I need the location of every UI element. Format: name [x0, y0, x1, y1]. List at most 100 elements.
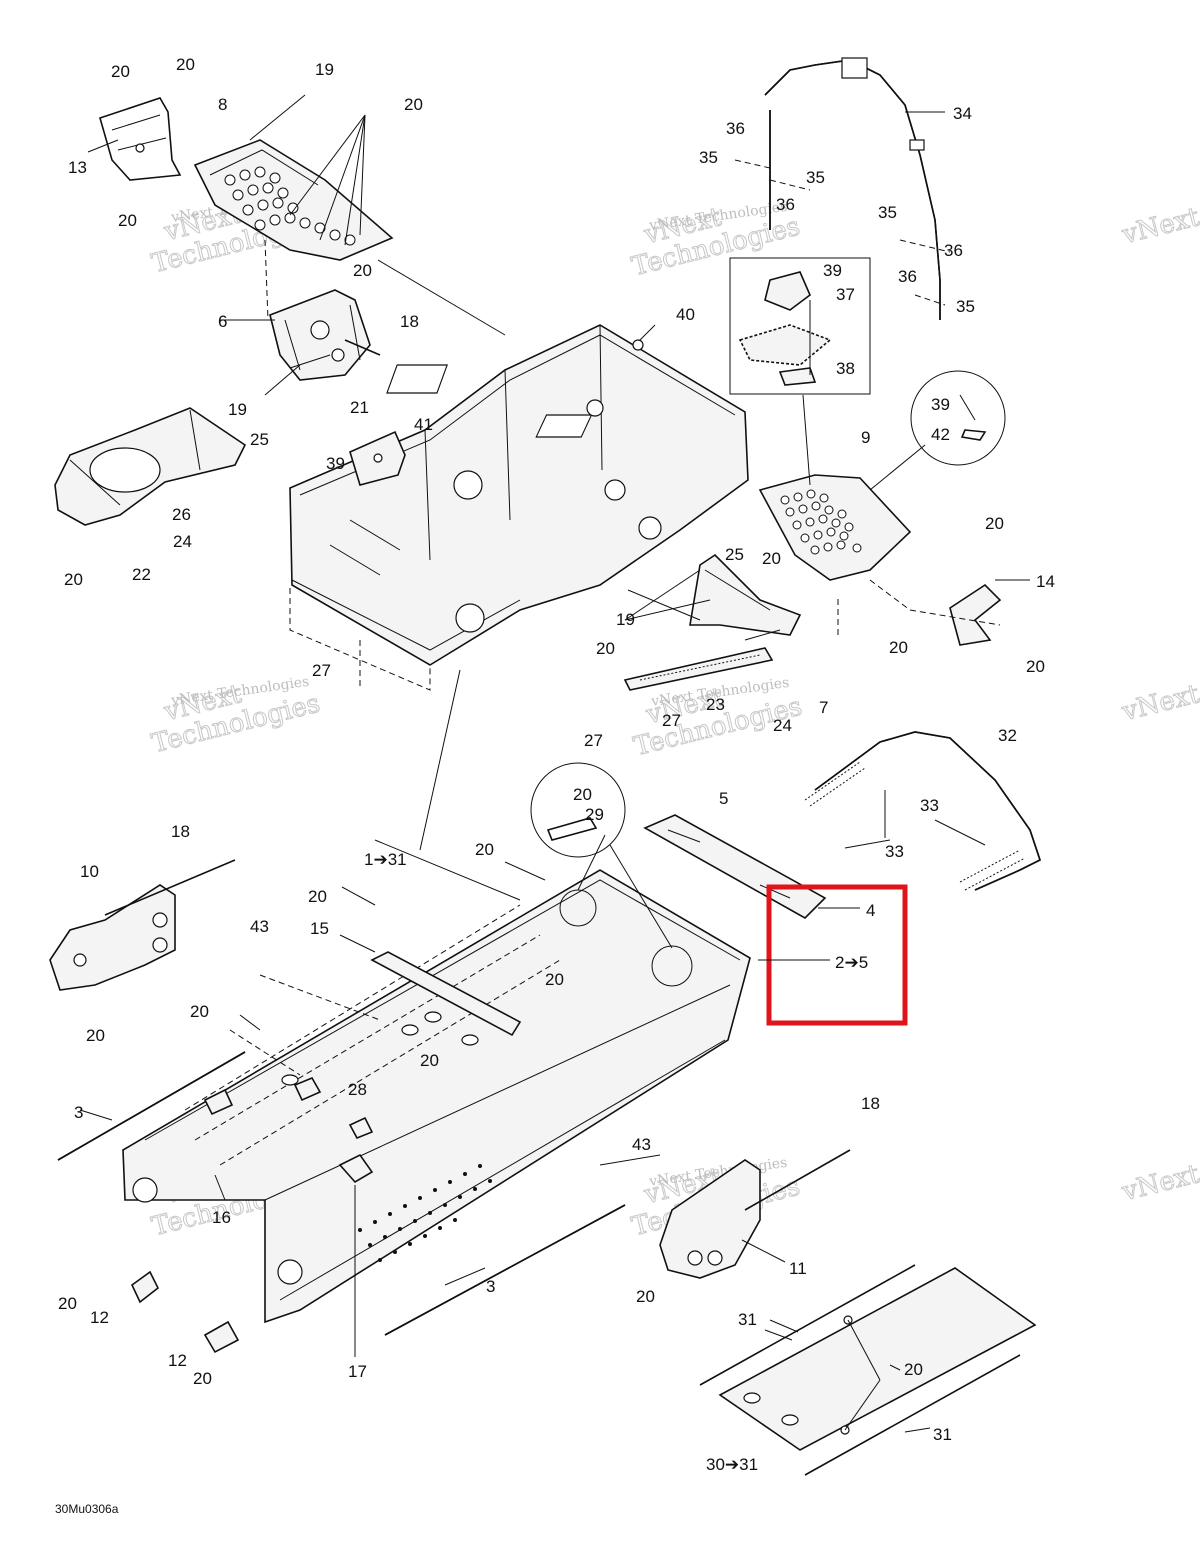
callout-20[interactable]: 20 — [193, 1369, 212, 1388]
callout-25[interactable]: 25 — [725, 545, 744, 564]
callout-4[interactable]: 4 — [866, 901, 875, 920]
callout-14[interactable]: 14 — [1036, 572, 1055, 591]
callout-43[interactable]: 43 — [632, 1135, 651, 1154]
callout-36[interactable]: 36 — [726, 119, 745, 138]
callout-20[interactable]: 20 — [573, 785, 592, 804]
callout-20[interactable]: 20 — [64, 570, 83, 589]
callout-20[interactable]: 20 — [308, 887, 327, 906]
callout-39[interactable]: 39 — [931, 395, 950, 414]
watermark-vnext: vNext — [1118, 679, 1200, 727]
callout-17[interactable]: 17 — [348, 1362, 367, 1381]
callout-34[interactable]: 34 — [953, 104, 972, 123]
callout-33[interactable]: 33 — [920, 796, 939, 815]
callout-32[interactable]: 32 — [998, 726, 1017, 745]
callout-37[interactable]: 37 — [836, 285, 855, 304]
diagram-reference-code: 30Mu0306a — [55, 1502, 119, 1516]
callout-19[interactable]: 19 — [228, 400, 247, 419]
callout-2-5[interactable]: 2➔5 — [835, 953, 868, 972]
callout-20[interactable]: 20 — [111, 62, 130, 81]
bracket-11 — [659, 1149, 851, 1279]
callout-15[interactable]: 15 — [310, 919, 329, 938]
callout-25[interactable]: 25 — [250, 430, 269, 449]
callout-24[interactable]: 24 — [773, 716, 792, 735]
callout-7[interactable]: 7 — [819, 698, 828, 717]
callout-27[interactable]: 27 — [662, 711, 681, 730]
callout-9[interactable]: 9 — [861, 428, 870, 447]
callout-31[interactable]: 31 — [933, 1425, 952, 1444]
callout-20[interactable]: 20 — [475, 840, 494, 859]
callout-20[interactable]: 20 — [353, 261, 372, 280]
cover-22 — [54, 407, 247, 526]
callout-3[interactable]: 3 — [74, 1103, 83, 1122]
callout-39[interactable]: 39 — [823, 261, 842, 280]
callout-20[interactable]: 20 — [118, 211, 137, 230]
callout-35[interactable]: 35 — [806, 168, 825, 187]
callout-13[interactable]: 13 — [68, 158, 87, 177]
bracket-13 — [99, 97, 182, 181]
callout-23[interactable]: 23 — [706, 695, 725, 714]
callout-20[interactable]: 20 — [762, 549, 781, 568]
callout-30-31[interactable]: 30➔31 — [706, 1455, 758, 1474]
highlight-box[interactable] — [766, 884, 908, 1026]
callout-33[interactable]: 33 — [885, 842, 904, 861]
callout-20[interactable]: 20 — [404, 95, 423, 114]
callout-20[interactable]: 20 — [190, 1002, 209, 1021]
footrest-9 — [758, 474, 912, 581]
callout-1-31[interactable]: 1➔31 — [364, 850, 407, 869]
callout-29[interactable]: 29 — [585, 805, 604, 824]
callout-35[interactable]: 35 — [699, 148, 718, 167]
callout-6[interactable]: 6 — [218, 312, 227, 331]
callout-18[interactable]: 18 — [171, 822, 190, 841]
callout-36[interactable]: 36 — [898, 267, 917, 286]
callout-20[interactable]: 20 — [86, 1026, 105, 1045]
callout-21[interactable]: 21 — [350, 398, 369, 417]
callout-18[interactable]: 18 — [400, 312, 419, 331]
plate-4 — [643, 814, 827, 919]
callout-16[interactable]: 16 — [212, 1208, 231, 1227]
callout-22[interactable]: 22 — [132, 565, 151, 584]
rod-3-left — [57, 1051, 246, 1161]
callout-27[interactable]: 27 — [584, 731, 603, 750]
callout-43[interactable]: 43 — [250, 917, 269, 936]
rail-15 — [370, 951, 522, 1037]
callout-8[interactable]: 8 — [218, 95, 227, 114]
callout-39[interactable]: 39 — [326, 454, 345, 473]
callout-26[interactable]: 26 — [172, 505, 191, 524]
callout-20[interactable]: 20 — [596, 639, 615, 658]
callout-20[interactable]: 20 — [889, 638, 908, 657]
callout-38[interactable]: 38 — [836, 359, 855, 378]
callout-36[interactable]: 36 — [776, 195, 795, 214]
callout-11[interactable]: 11 — [789, 1259, 807, 1278]
callout-12[interactable]: 12 — [168, 1351, 187, 1370]
callout-3[interactable]: 3 — [486, 1277, 495, 1296]
callout-18[interactable]: 18 — [861, 1094, 880, 1113]
plate-12-upper — [130, 1270, 160, 1304]
callout-40[interactable]: 40 — [676, 305, 695, 324]
callout-28[interactable]: 28 — [348, 1080, 367, 1099]
callout-19[interactable]: 19 — [315, 60, 334, 79]
callout-labels: 20 20 19 20 8 13 20 20 6 18 19 21 25 26 … — [58, 55, 1055, 1474]
callout-20[interactable]: 20 — [636, 1287, 655, 1306]
callout-12[interactable]: 12 — [90, 1308, 109, 1327]
callout-20[interactable]: 20 — [985, 514, 1004, 533]
callout-24[interactable]: 24 — [173, 532, 192, 551]
callout-27[interactable]: 27 — [312, 661, 331, 680]
callout-20[interactable]: 20 — [420, 1051, 439, 1070]
callout-19[interactable]: 19 — [616, 610, 635, 629]
watermark-vnext: vNext — [1118, 1159, 1200, 1207]
callout-5[interactable]: 5 — [719, 789, 728, 808]
callout-35[interactable]: 35 — [956, 297, 975, 316]
callout-42[interactable]: 42 — [931, 425, 950, 444]
callout-20[interactable]: 20 — [1026, 657, 1045, 676]
callout-20[interactable]: 20 — [545, 970, 564, 989]
callout-31[interactable]: 31 — [738, 1310, 757, 1329]
callout-20[interactable]: 20 — [176, 55, 195, 74]
tunnel-chassis — [122, 869, 751, 1324]
callout-35[interactable]: 35 — [878, 203, 897, 222]
callout-41[interactable]: 41 — [414, 415, 433, 434]
callout-20[interactable]: 20 — [904, 1360, 923, 1379]
callout-36[interactable]: 36 — [944, 241, 963, 260]
callout-20[interactable]: 20 — [58, 1294, 77, 1313]
callout-10[interactable]: 10 — [80, 862, 99, 881]
